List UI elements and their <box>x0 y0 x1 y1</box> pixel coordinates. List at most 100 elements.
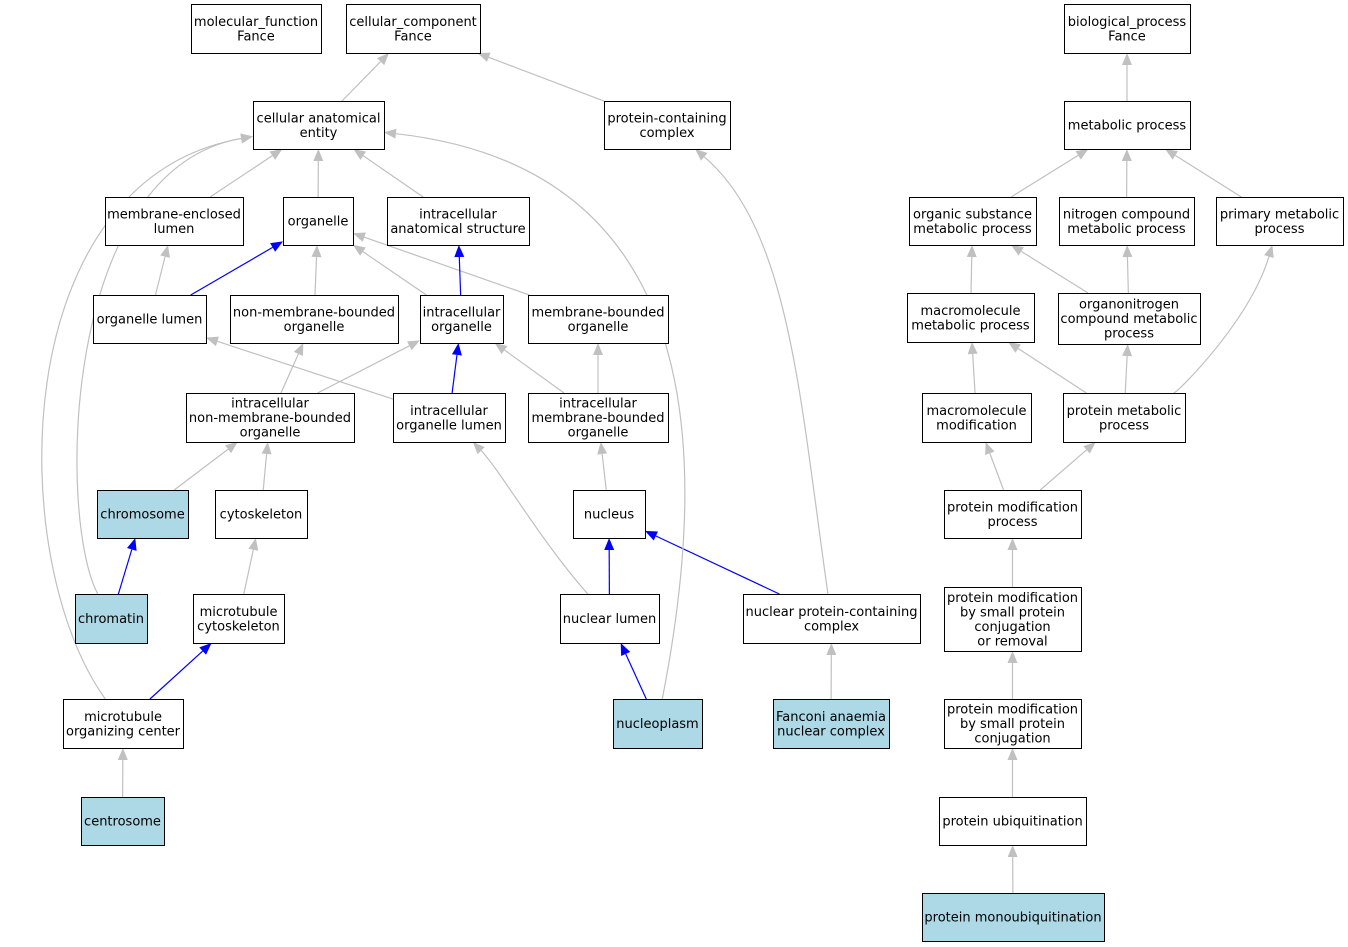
term-label-line: metabolic process <box>1068 119 1187 134</box>
edge-line <box>480 450 589 595</box>
term-node-chromatin[interactable]: chromatin <box>75 594 148 644</box>
edge-line <box>989 453 1005 491</box>
edge-line <box>314 256 318 296</box>
term-node-centrosome[interactable]: centrosome <box>81 797 165 846</box>
term-label-line: macromolecule <box>926 404 1026 419</box>
term-node-pmonoubi[interactable]: protein monoubiquitination <box>922 893 1105 942</box>
term-node-nuclumen[interactable]: nuclear lumen <box>560 594 660 644</box>
arrowhead-icon <box>160 245 170 258</box>
term-label-line: compound metabolic <box>1060 312 1197 327</box>
edge-line <box>41 137 242 700</box>
edge-line <box>1017 348 1087 394</box>
edge-mmp-to-osmp <box>966 245 977 294</box>
term-label-line: metabolic process <box>913 222 1032 237</box>
term-node-inmbo[interactable]: intracellularnon-membrane-boundedorganel… <box>186 393 355 443</box>
edge-line <box>395 133 686 700</box>
term-box <box>922 393 1032 443</box>
term-label-line: intracellular <box>410 404 488 419</box>
term-label-line: organelle <box>284 320 345 335</box>
term-node-cytoskeleton[interactable]: cytoskeleton <box>215 490 308 539</box>
arrowhead-icon <box>1121 149 1132 162</box>
edge-protmp-to-pmp <box>1173 245 1274 394</box>
term-label-line: molecular_function <box>194 15 318 30</box>
arrowhead-icon <box>604 538 615 551</box>
edge-line <box>1124 355 1128 394</box>
term-label-line: complex <box>639 126 694 141</box>
term-label-line: organelle <box>240 426 301 441</box>
term-node-orglumen[interactable]: organelle lumen <box>93 295 207 344</box>
term-box <box>907 293 1035 343</box>
term-box <box>81 797 165 846</box>
edge-line <box>243 549 254 595</box>
term-node-pubi[interactable]: protein ubiquitination <box>939 797 1087 846</box>
arrowhead-icon <box>1007 651 1018 663</box>
edge-line <box>458 256 462 296</box>
edge-line <box>149 650 204 700</box>
term-label-line: organelle <box>568 426 629 441</box>
edge-pubi-to-pmspc <box>1007 748 1018 797</box>
arrowhead-icon <box>225 442 238 454</box>
term-box <box>939 797 1087 846</box>
term-box <box>93 295 207 344</box>
term-label-line: intracellular <box>231 397 309 412</box>
edge-fanc-to-npcc <box>826 643 837 700</box>
term-node-metab[interactable]: metabolic process <box>1064 101 1191 150</box>
term-label-line: organizing center <box>66 724 181 739</box>
edge-line <box>362 155 424 198</box>
edge-mtoc-to-cae <box>41 133 253 700</box>
term-node-chromosome[interactable]: chromosome <box>97 490 189 539</box>
term-box <box>191 4 322 54</box>
term-label-line: complex <box>804 619 859 634</box>
edge-imbo-to-io <box>494 343 565 394</box>
edge-nucleoplasm-to-cae <box>384 128 686 700</box>
term-label-line: membrane-enclosed <box>107 207 241 222</box>
term-label-line: conjugation <box>974 620 1050 635</box>
term-label-line: by small protein <box>960 605 1065 620</box>
arrowhead-icon <box>270 241 283 252</box>
term-label-line: lumen <box>154 222 195 237</box>
edge-pmonoubi-to-pubi <box>1007 845 1018 894</box>
term-label-line: Fanconi anaemia <box>776 710 886 725</box>
arrowhead-icon <box>826 643 837 656</box>
term-node-organelle[interactable]: organelle <box>283 197 354 246</box>
arrowhead-icon <box>695 149 708 161</box>
term-node-nucleoplasm[interactable]: nucleoplasm <box>613 699 703 749</box>
arrowhead-icon <box>1165 149 1178 160</box>
edge-orglumen-to-mel <box>154 245 170 296</box>
arrowhead-icon <box>1011 245 1024 256</box>
term-label-line: primary metabolic <box>1220 207 1339 222</box>
edge-nucleus-to-imbo <box>597 442 608 491</box>
term-label-line: intracellular <box>559 397 637 412</box>
term-node-nucleus[interactable]: nucleus <box>573 490 646 539</box>
term-label-line: protein monoubiquitination <box>924 911 1101 926</box>
term-label-line: membrane-bounded <box>531 411 664 426</box>
term-label-line: macromolecule <box>920 304 1020 319</box>
term-label-line: nucleus <box>584 508 634 523</box>
